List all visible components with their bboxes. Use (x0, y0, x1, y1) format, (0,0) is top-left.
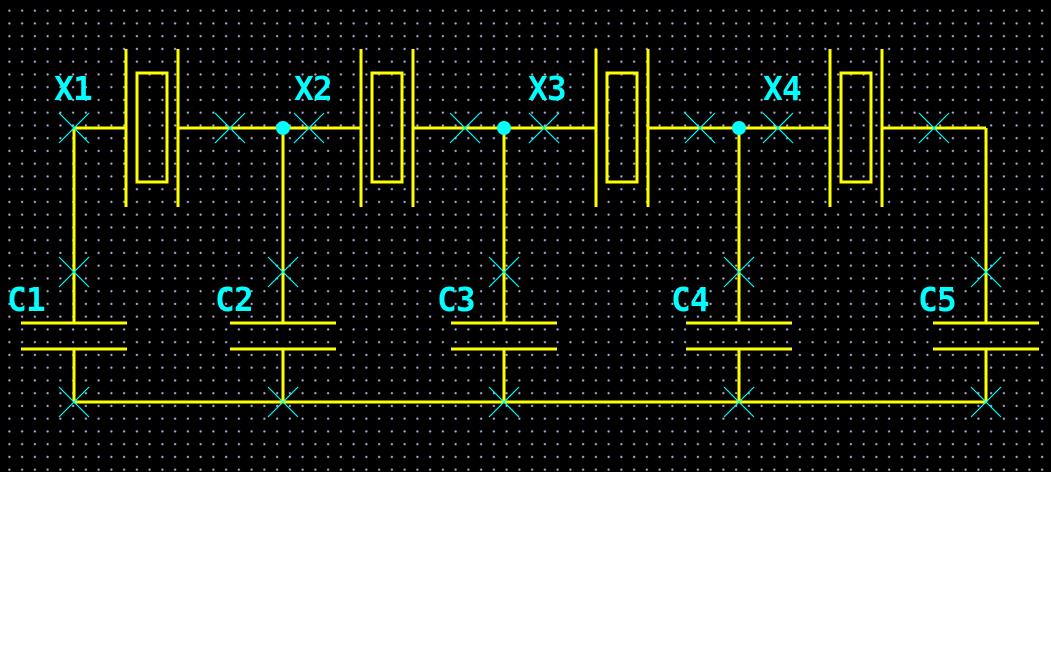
component-ref-label[interactable]: C2 (215, 280, 254, 319)
component-ref-label[interactable]: C4 (671, 280, 710, 319)
component-ref-label[interactable]: C5 (918, 280, 957, 319)
pin-endpoint-marker (970, 256, 1002, 288)
endpoint-markers-layer (58, 112, 1002, 418)
junction-dot (276, 121, 290, 135)
crystal-body-rect[interactable] (135, 71, 169, 184)
capacitor-C5[interactable]: C5 (918, 272, 1039, 402)
pin-endpoint-marker (449, 112, 481, 144)
pin-endpoint-marker (723, 386, 755, 418)
pin-endpoint-marker (970, 386, 1002, 418)
component-ref-label[interactable]: X3 (528, 69, 567, 108)
wires-layer (72, 126, 988, 404)
crystal-X1[interactable]: X1 (54, 49, 230, 207)
pin-endpoint-marker (488, 256, 520, 288)
pin-endpoint-marker (488, 386, 520, 418)
pin-endpoint-marker (762, 112, 794, 144)
pin-endpoint-marker (293, 112, 325, 144)
capacitor-C3[interactable]: C3 (437, 272, 557, 402)
capacitor-C1[interactable]: C1 (7, 272, 127, 402)
crystal-body-rect[interactable] (370, 71, 404, 184)
component-ref-label[interactable]: X2 (294, 69, 333, 108)
component-ref-label[interactable]: X1 (54, 69, 93, 108)
pin-endpoint-marker (684, 112, 716, 144)
junction-dot (732, 121, 746, 135)
capacitor-C2[interactable]: C2 (215, 272, 336, 402)
pin-endpoint-marker (58, 112, 90, 144)
pin-endpoint-marker (723, 256, 755, 288)
component-ref-label[interactable]: C3 (437, 280, 476, 319)
capacitor-C4[interactable]: C4 (671, 272, 792, 402)
below-canvas-blank-area (0, 472, 1051, 652)
pin-endpoint-marker (58, 386, 90, 418)
crystal-X3[interactable]: X3 (528, 49, 700, 207)
crystal-X2[interactable]: X2 (294, 49, 465, 207)
crystal-X4[interactable]: X4 (763, 49, 934, 207)
junction-dot (497, 121, 511, 135)
crystal-body-rect[interactable] (605, 71, 639, 184)
pin-endpoint-marker (918, 112, 950, 144)
pin-endpoint-marker (528, 112, 560, 144)
crystal-body-rect[interactable] (839, 71, 873, 184)
pin-endpoint-marker (214, 112, 246, 144)
component-ref-label[interactable]: C1 (7, 280, 46, 319)
junctions-layer (276, 121, 746, 135)
pin-endpoint-marker (267, 256, 299, 288)
pin-endpoint-marker (267, 386, 299, 418)
pin-endpoint-marker (58, 256, 90, 288)
component-ref-label[interactable]: X4 (763, 69, 802, 108)
